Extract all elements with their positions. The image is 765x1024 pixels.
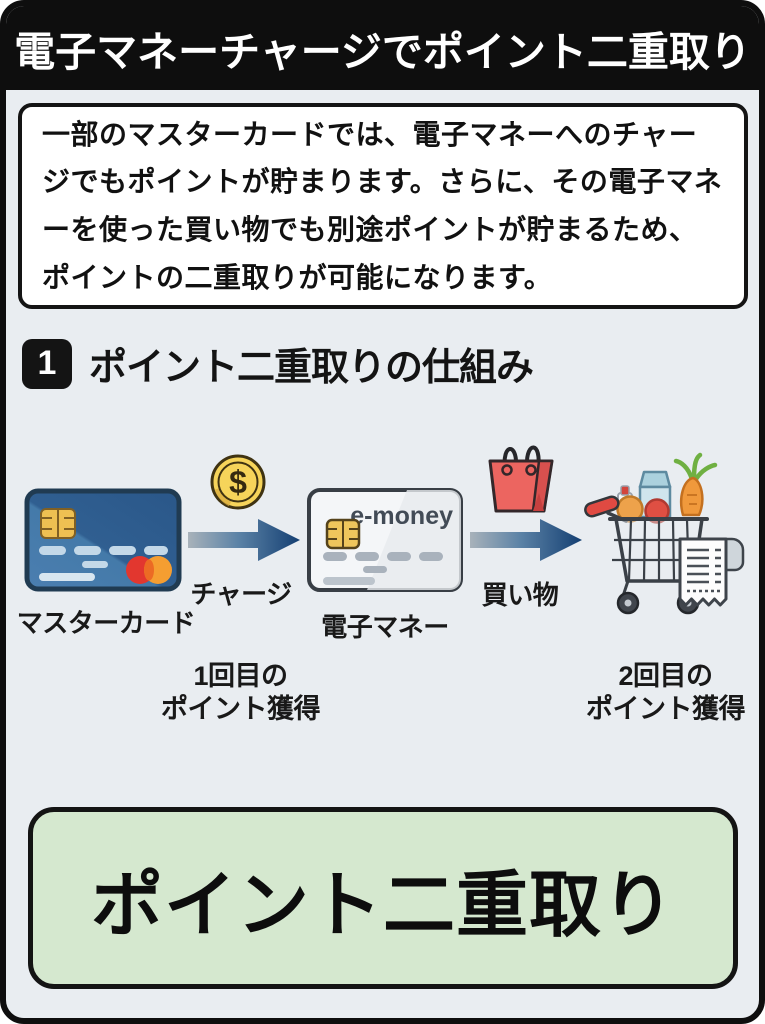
- result-box: ポイント二重取り: [28, 807, 738, 989]
- emoney-label: 電子マネー: [321, 612, 449, 642]
- first-point-gain-label: 1回目の ポイント獲得: [161, 661, 321, 724]
- dollar-coin-icon: $: [209, 453, 267, 511]
- mastercard-icon: [24, 488, 182, 592]
- intro-text: 一部のマスターカードでは、電子マネーへのチャージでもポイントが貯まります。さらに…: [42, 118, 723, 293]
- emoney-card-text: e-money: [350, 502, 453, 530]
- shopping-cart-icon: [580, 447, 748, 619]
- section-number-badge: 1: [22, 338, 72, 389]
- card-number-dashes: [39, 546, 168, 581]
- section-header: 1 ポイント二重取りの仕組み: [22, 336, 534, 391]
- header-bar: 電子マネーチャージでポイント二重取り: [6, 6, 759, 90]
- charge-arrow-icon: [188, 516, 302, 564]
- purchase-arrow-icon: [470, 516, 584, 564]
- mastercard-label: マスターカード: [16, 608, 196, 638]
- second-point-gain-label: 2回目の ポイント獲得: [586, 661, 746, 724]
- coin-dollar-symbol: $: [229, 464, 247, 500]
- card-number-dashes: [323, 552, 443, 585]
- groceries: [616, 452, 718, 524]
- mastercard-logo-icon: [126, 556, 172, 584]
- result-text: ポイント二重取り: [90, 865, 675, 946]
- emoney-card-icon: e-money: [307, 488, 463, 592]
- section-title: ポイント二重取りの仕組み: [89, 347, 534, 389]
- receipt-icon: [678, 537, 745, 607]
- shopping-bag-icon: [482, 435, 560, 515]
- card-chip-icon: [40, 508, 76, 539]
- intro-box: 一部のマスターカードでは、電子マネーへのチャージでもポイントが貯まります。さらに…: [18, 103, 748, 309]
- page-title: 電子マネーチャージでポイント二重取り: [14, 29, 751, 75]
- purchase-label: 買い物: [481, 580, 559, 610]
- charge-label: チャージ: [190, 579, 292, 609]
- card-chip-icon: [325, 518, 361, 550]
